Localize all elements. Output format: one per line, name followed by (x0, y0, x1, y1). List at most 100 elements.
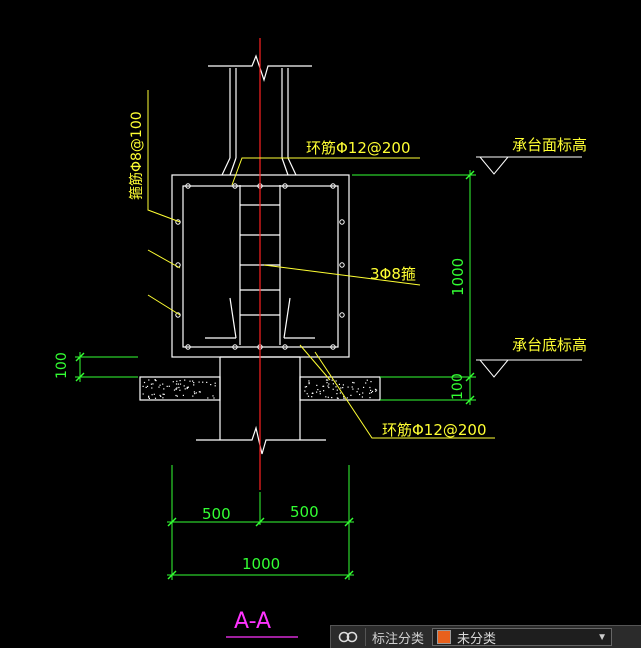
hatch-speck (178, 386, 180, 389)
hatch-speck (189, 380, 191, 382)
hatch-speck (370, 391, 373, 394)
hatch-speck (175, 383, 178, 385)
hatch-speck (316, 384, 318, 386)
hatch-speck (150, 383, 152, 385)
hatch-speck (361, 396, 363, 398)
hatch-speck (327, 396, 329, 398)
hatch-speck (153, 393, 155, 395)
label-cap-top-elevation: 承台面标高 (512, 136, 587, 154)
hatch-speck (193, 391, 195, 393)
elevation-top-symbol (479, 156, 510, 175)
hatch-speck (307, 395, 310, 397)
hatch-speck (198, 381, 200, 383)
hatch-speck (305, 386, 308, 388)
rebar-dot (185, 183, 191, 189)
hatch-speck (319, 393, 321, 395)
hatch-speck (195, 392, 197, 394)
rebar-dot (339, 312, 345, 318)
hatch-speck (369, 386, 371, 389)
dim-tick-3 (465, 395, 475, 405)
hatch-speck (210, 384, 212, 386)
hatch-speck (335, 386, 337, 388)
hatch-speck (148, 379, 150, 381)
hatch-speck (194, 393, 196, 395)
rebar-dot (232, 344, 238, 350)
hatch-speck (366, 379, 368, 381)
dim-text-half-left: 500 (202, 505, 231, 523)
dowel-left-bend (229, 297, 237, 339)
hatch-speck (370, 389, 372, 391)
hatch-speck (159, 384, 161, 386)
hatch-speck (175, 394, 177, 397)
label-stirrup-side: 箍筋Φ8@100 (128, 111, 145, 200)
hatch-speck (351, 386, 353, 388)
hatch-speck (187, 386, 189, 388)
hatch-speck (158, 386, 160, 388)
hatch-speck (143, 381, 146, 384)
hatch-speck (347, 386, 349, 388)
hatch-speck (206, 381, 208, 383)
hatch-speck (312, 392, 314, 394)
hatch-speck (374, 388, 377, 390)
hatch-speck (212, 395, 214, 397)
hatch-speck (342, 384, 344, 386)
hatch-speck (308, 383, 310, 385)
annotation-link-icon[interactable] (337, 628, 359, 646)
hatch-speck (159, 394, 161, 396)
rebar-dot (339, 219, 345, 225)
dim-text-left-100: 100 (54, 352, 70, 379)
hatch-speck (151, 394, 153, 396)
hatch-speck (327, 385, 329, 387)
rebar-dot (339, 262, 345, 268)
hatch-speck (168, 385, 170, 387)
elevation-bottom-symbol (479, 359, 510, 378)
hatch-speck (192, 395, 194, 397)
hatch-speck (336, 389, 338, 391)
hatch-speck (311, 396, 313, 398)
hatch-speck (332, 383, 334, 385)
bedding-right (299, 376, 381, 401)
rebar-dot (282, 183, 288, 189)
hatch-speck (151, 387, 153, 389)
hatch-speck (163, 393, 165, 395)
hatch-speck (304, 390, 306, 392)
hatch-speck (162, 383, 164, 385)
leader-stirrup-2 (147, 249, 181, 269)
rebar-dot (175, 219, 181, 225)
hatch-speck (177, 383, 179, 385)
hatch-speck (331, 379, 333, 381)
dim-tick-6 (167, 517, 177, 527)
hatch-speck (342, 387, 344, 389)
hatch-speck (331, 397, 333, 399)
flare-right-inner (281, 157, 289, 176)
annotation-category-select[interactable]: 未分类 ▼ (432, 628, 613, 646)
break-line-bottom (196, 425, 326, 455)
hatch-speck (340, 387, 342, 389)
leader-hoop-bottom-2 (299, 344, 331, 381)
hatch-speck (148, 396, 150, 398)
hatch-speck (179, 389, 181, 391)
hatch-speck (353, 382, 355, 384)
label-cap-bottom-elevation: 承台底标高 (512, 336, 587, 354)
hatch-speck (175, 388, 177, 390)
dim-tick-4 (75, 352, 85, 362)
hatch-speck (145, 386, 147, 388)
rebar-dot (330, 344, 336, 350)
hatch-speck (338, 383, 340, 385)
label-3bars: 3Φ8箍 (370, 265, 416, 283)
leader-3bars (263, 264, 421, 286)
dim-tick-5 (75, 372, 85, 382)
hatch-speck (306, 393, 308, 395)
hatch-speck (154, 379, 156, 381)
hatch-speck (214, 385, 216, 387)
hatch-speck (365, 382, 367, 384)
hatch-speck (343, 397, 345, 399)
hatch-speck (369, 397, 371, 399)
dim-tick-8 (344, 517, 354, 527)
leader-hoop-bottom (314, 351, 495, 439)
hatch-speck (184, 379, 186, 381)
bedding-hatch (142, 379, 378, 399)
hatch-speck (176, 387, 178, 389)
leader-stirrup (147, 90, 181, 223)
